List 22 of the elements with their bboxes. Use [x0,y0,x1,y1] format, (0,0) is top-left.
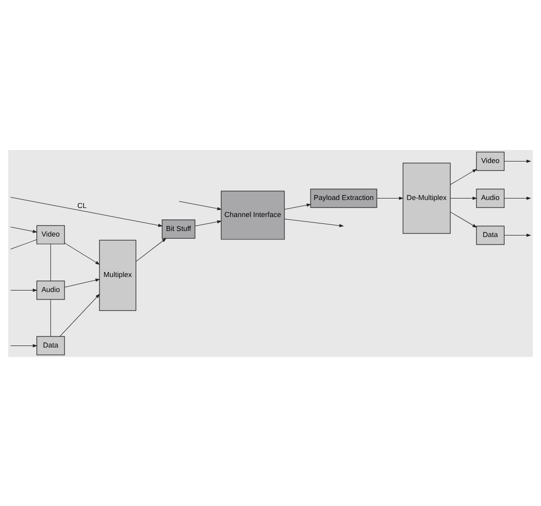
arrow [136,238,167,262]
arrow [178,200,222,210]
arrow [376,196,404,200]
arrow [284,203,312,210]
connector [10,238,37,249]
arrow [450,196,478,200]
connector [50,243,51,281]
arrow [10,344,38,347]
arrow [10,226,38,232]
arrow [504,159,532,162]
arrow [504,196,532,200]
arrow [60,293,100,336]
arrow [450,168,478,184]
arrow [64,242,100,264]
arrow [64,278,100,287]
arrow [450,211,478,228]
arrow [10,196,163,226]
arrow [504,233,532,236]
arrow [194,220,222,226]
connector [50,298,51,336]
arrow [10,288,38,292]
arrow [284,218,344,227]
